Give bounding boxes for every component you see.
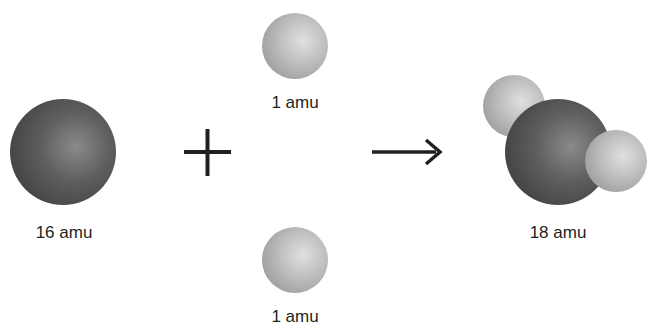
mass-label: 16 amu <box>36 224 93 241</box>
hydrogen-atom <box>262 227 328 293</box>
hydrogen-atom <box>262 13 328 79</box>
mass-label: 1 amu <box>271 94 318 111</box>
reaction-arrow <box>372 140 440 164</box>
mass-label: 1 amu <box>271 308 318 325</box>
mass-label: 18 amu <box>530 224 587 241</box>
hydrogen-atom <box>585 130 647 192</box>
oxygen-atom <box>10 99 116 205</box>
water-molecule <box>483 75 647 205</box>
plus-sign <box>184 129 231 176</box>
